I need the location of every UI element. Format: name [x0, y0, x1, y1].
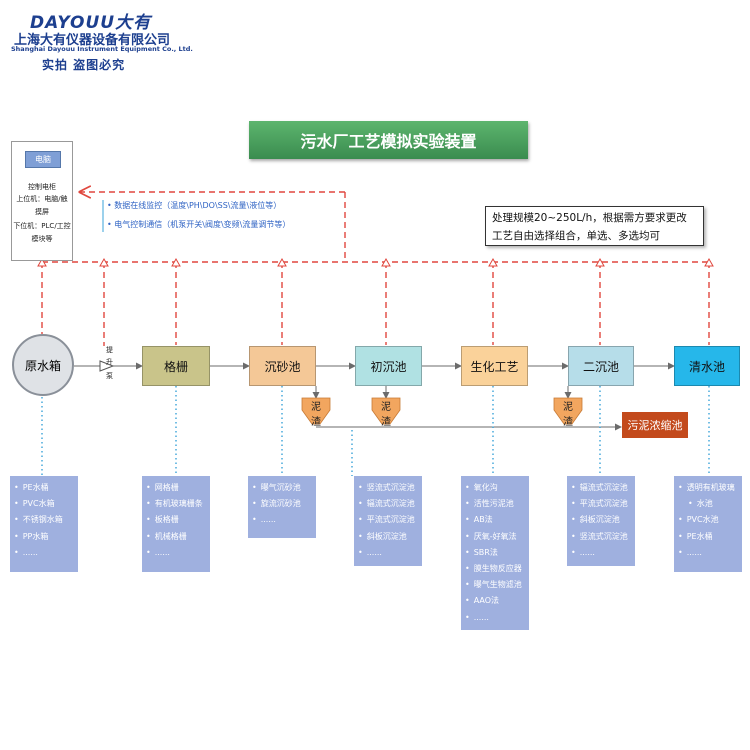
option-item: ...... — [14, 545, 78, 561]
option-item: ...... — [465, 610, 529, 626]
pump-icon — [99, 360, 115, 372]
company-logo: DAYOUU大有 — [30, 13, 152, 33]
computer-screen-icon: 电脑 — [25, 151, 61, 168]
company-name-en: Shanghai Dayouu Instrument Equipment Co.… — [11, 45, 193, 53]
cabinet-text-line: 模块等 — [31, 235, 53, 243]
biological-process-unit: 生化工艺 — [461, 346, 528, 386]
option-item: 透明有机玻璃 — [678, 480, 742, 496]
hopper-label-bottom: 渣 — [311, 417, 321, 428]
option-item: 不锈钢水箱 — [14, 512, 78, 528]
option-card-raw-tank: PE水桶 PVC水箱 不锈钢水箱 PP水箱 ...... — [10, 476, 78, 572]
clear-water-tank-unit: 清水池 — [674, 346, 740, 386]
capacity-note-line: 工艺自由选择组合，单选、多选均可 — [492, 230, 660, 242]
option-item: SBR法 — [465, 545, 529, 561]
capacity-note-line: 处理规模20~250L/h，根据需方要求更改 — [492, 212, 687, 224]
option-item: 曝气生物滤池 — [465, 577, 529, 593]
cabinet-text-line: 控制电柜 — [28, 183, 56, 191]
option-item: 斜板沉淀池 — [571, 512, 635, 528]
hopper-label-top: 泥 — [311, 402, 321, 413]
option-item: AAO法 — [465, 593, 529, 609]
option-item-continued: 水池 — [678, 496, 742, 512]
raw-water-tank: 原水箱 — [12, 334, 74, 396]
option-item: 板格栅 — [146, 512, 210, 528]
option-item: ...... — [571, 545, 635, 561]
secondary-clarifier-unit: 二沉池 — [568, 346, 634, 386]
grille-unit: 格栅 — [142, 346, 210, 386]
option-card-secondary-clarifier: 辐流式沉淀池 平流式沉淀池 斜板沉淀池 竖流式沉淀池 ...... — [567, 476, 635, 566]
option-card-grille: 网格栅 有机玻璃栅条 板格栅 机械格栅 ...... — [142, 476, 210, 572]
option-item: 辐流式沉淀池 — [358, 496, 422, 512]
option-item: ...... — [252, 512, 316, 528]
sludge-thickener-unit: 污泥浓缩池 — [622, 412, 688, 438]
option-item: 竖流式沉淀池 — [358, 480, 422, 496]
signal-note-control: • 电气控制通信（机泵开关\阀度\变频\流量调节等） — [107, 220, 291, 229]
hopper-label-bottom: 渣 — [563, 417, 573, 428]
primary-clarifier-unit: 初沉池 — [355, 346, 422, 386]
sludge-hopper-3 — [553, 397, 583, 425]
diagram-title: 污水厂工艺模拟实验装置 — [249, 121, 528, 159]
hopper-label-bottom: 渣 — [381, 417, 391, 428]
cabinet-text-line: 下位机：PLC/工控 — [13, 222, 71, 230]
option-item: 竖流式沉淀池 — [571, 529, 635, 545]
cabinet-text-line: 摸屏 — [35, 208, 49, 216]
option-item: 平流式沉淀池 — [358, 512, 422, 528]
option-item: 辐流式沉淀池 — [571, 480, 635, 496]
grit-chamber-unit: 沉砂池 — [249, 346, 316, 386]
company-name-cn: 上海大有仪器设备有限公司 — [14, 33, 171, 48]
option-card-clear-water-tank: 透明有机玻璃 水池 PVC水池 PE水桶 ...... — [674, 476, 742, 572]
option-item: 有机玻璃栅条 — [146, 496, 210, 512]
option-item: ...... — [146, 545, 210, 561]
option-item: PE水桶 — [14, 480, 78, 496]
hopper-label-top: 泥 — [563, 402, 573, 413]
option-item: PP水箱 — [14, 529, 78, 545]
option-card-biological-process: 氧化沟 活性污泥池 AB法 厌氧-好氧法 SBR法 膜生物反应器 曝气生物滤池 … — [461, 476, 529, 630]
option-item: 活性污泥池 — [465, 496, 529, 512]
sludge-hopper-2 — [371, 397, 401, 425]
cabinet-text-line: 上位机：电脑/触 — [16, 195, 68, 203]
signal-note-monitoring: • 数据在线监控（温度\PH\DO\SS\流量\液位等） — [107, 201, 282, 210]
option-item: ...... — [678, 545, 742, 561]
option-card-grit-chamber: 曝气沉砂池 旋流沉砂池 ...... — [248, 476, 316, 538]
option-item: 平流式沉淀池 — [571, 496, 635, 512]
option-item: PE水桶 — [678, 529, 742, 545]
lift-pump-label: 提 升 泵 — [106, 346, 113, 380]
option-item: 斜板沉淀池 — [358, 529, 422, 545]
option-item: 曝气沉砂池 — [252, 480, 316, 496]
option-item: 氧化沟 — [465, 480, 529, 496]
copyright-slogan: 实拍 盗图必究 — [42, 58, 126, 72]
option-item: PVC水箱 — [14, 496, 78, 512]
option-item: 网格栅 — [146, 480, 210, 496]
option-item: 机械格栅 — [146, 529, 210, 545]
option-card-primary-clarifier: 竖流式沉淀池 辐流式沉淀池 平流式沉淀池 斜板沉淀池 ...... — [354, 476, 422, 566]
option-item: AB法 — [465, 512, 529, 528]
option-item: 旋流沉砂池 — [252, 496, 316, 512]
hopper-label-top: 泥 — [381, 402, 391, 413]
sludge-hopper-1 — [301, 397, 331, 425]
capacity-note-box: 处理规模20~250L/h，根据需方要求更改 工艺自由选择组合，单选、多选均可 — [485, 206, 704, 246]
option-item: ...... — [358, 545, 422, 561]
control-cabinet: 电脑 控制电柜 上位机：电脑/触 摸屏 下位机：PLC/工控 模块等 — [11, 141, 73, 261]
option-item: PVC水池 — [678, 512, 742, 528]
option-item: 膜生物反应器 — [465, 561, 529, 577]
option-item: 厌氧-好氧法 — [465, 529, 529, 545]
